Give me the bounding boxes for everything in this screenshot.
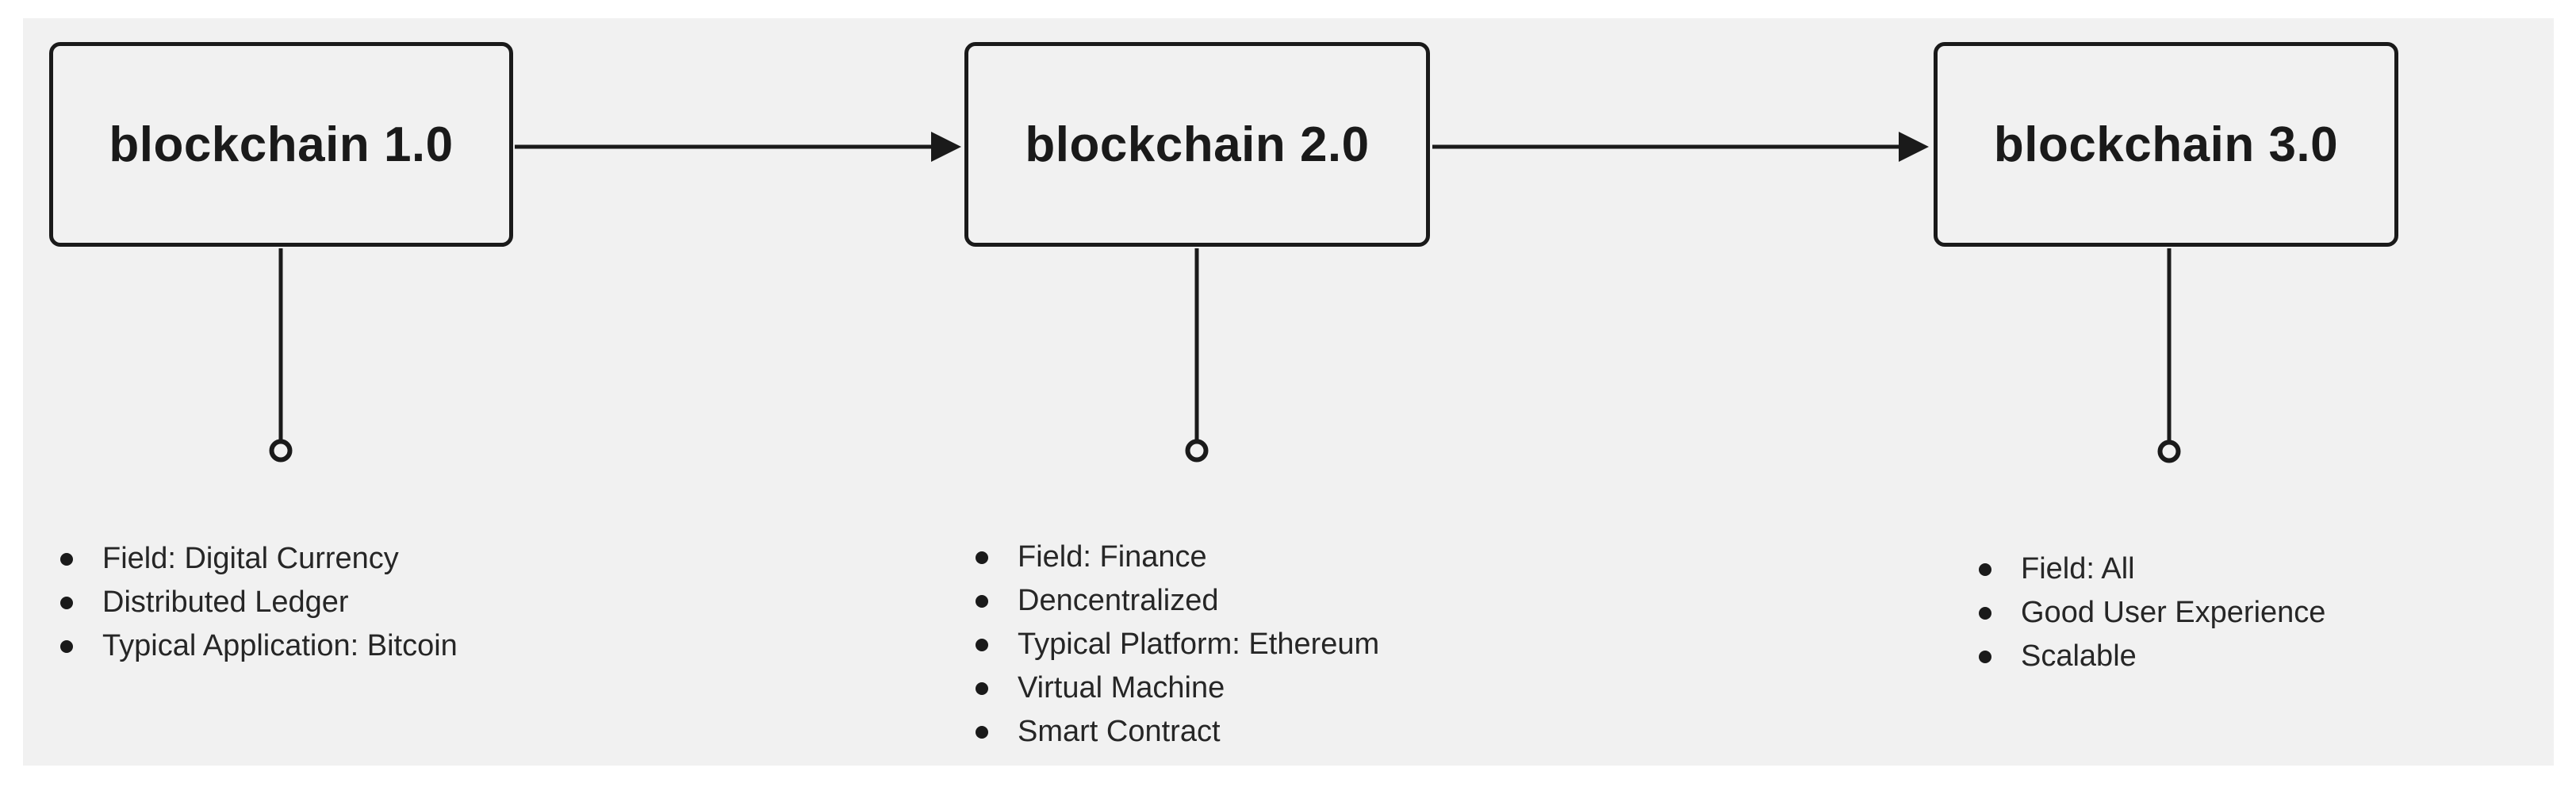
detail-item: Field: Finance [976,536,1379,579]
bullet-icon [976,638,988,651]
detail-item: Good User Experience [1979,591,2325,635]
bullet-icon [976,681,988,695]
node-title: blockchain 1.0 [109,117,454,172]
detail-text: Typical Platform: Ethereum [1018,628,1380,661]
detail-text: Good User Experience [2021,596,2326,629]
bullet-icon [976,725,988,739]
detail-text: Scalable [2021,639,2137,673]
detail-item: Dencentralized [976,579,1379,623]
node-title: blockchain 2.0 [1025,117,1370,172]
detail-item: Field: All [1979,547,2325,591]
node-blockchain-2: blockchain 2.0 [964,42,1430,247]
details-list-blockchain-3: Field: All Good User Experience Scalable [1979,547,2325,678]
detail-text: Virtual Machine [1018,671,1225,704]
bullet-icon [1979,650,1991,663]
detail-text: Distributed Ledger [102,585,349,619]
node-title: blockchain 3.0 [1993,117,2339,172]
bullet-icon [60,596,73,609]
detail-item: Distributed Ledger [60,581,458,624]
node-blockchain-1: blockchain 1.0 [49,42,513,247]
detail-text: Dencentralized [1018,584,1219,617]
detail-text: Typical Application: Bitcoin [102,629,458,662]
bullet-icon [976,551,988,564]
detail-item: Typical Application: Bitcoin [60,624,458,668]
detail-item: Field: Digital Currency [60,537,458,581]
detail-text: Field: All [2021,552,2135,585]
node-blockchain-3: blockchain 3.0 [1934,42,2398,247]
bullet-icon [60,639,73,653]
bullet-icon [1979,562,1991,576]
detail-item: Virtual Machine [976,666,1379,710]
bullet-icon [1979,606,1991,620]
detail-item: Smart Contract [976,710,1379,754]
bullet-icon [60,552,73,566]
detail-text: Smart Contract [1018,715,1221,748]
details-list-blockchain-2: Field: Finance Dencentralized Typical Pl… [976,536,1379,754]
bullet-icon [976,594,988,608]
detail-text: Field: Digital Currency [102,542,399,575]
detail-text: Field: Finance [1018,540,1207,574]
detail-item: Scalable [1979,635,2325,678]
detail-item: Typical Platform: Ethereum [976,623,1379,666]
details-list-blockchain-1: Field: Digital Currency Distributed Ledg… [60,537,458,668]
